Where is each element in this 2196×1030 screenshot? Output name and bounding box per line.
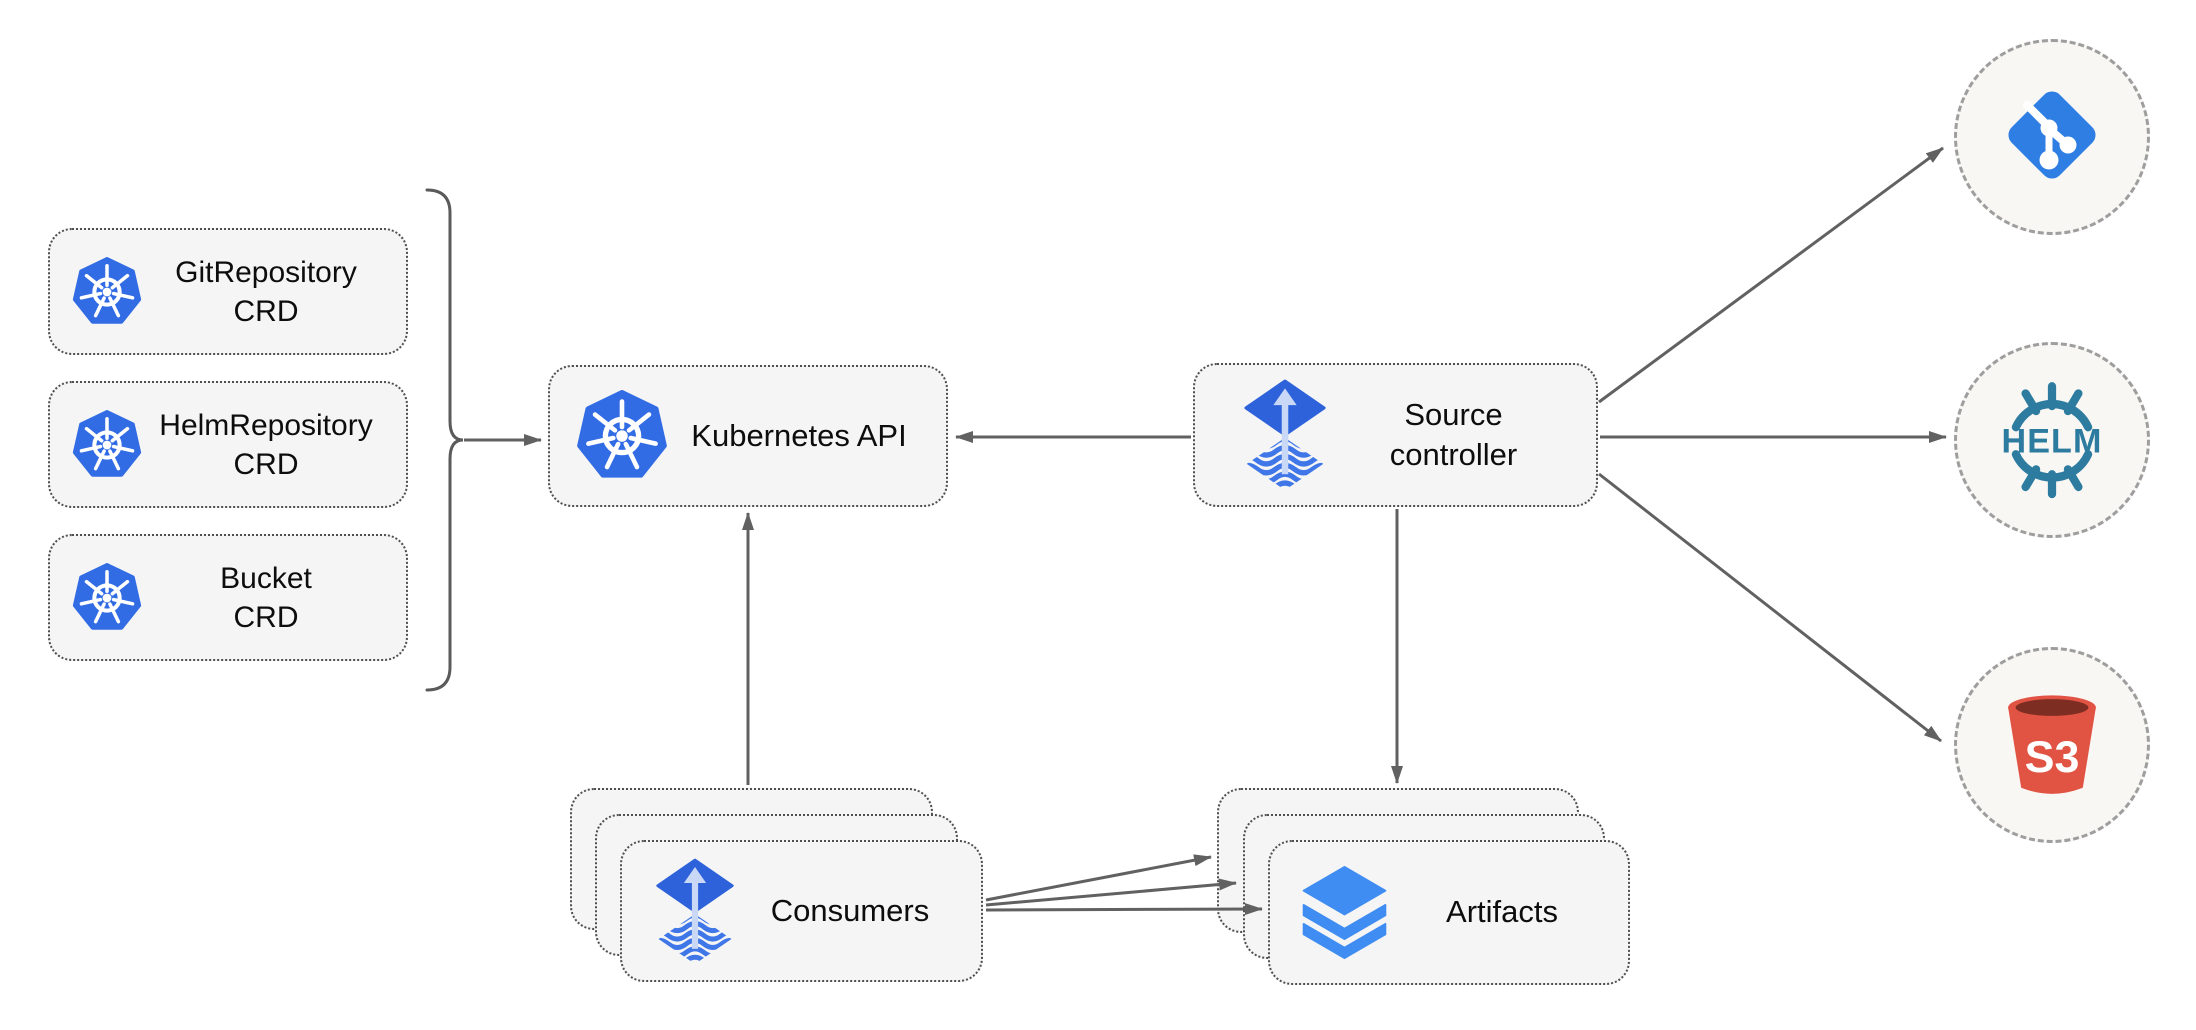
git-repository-crd-label: GitRepository CRD	[142, 253, 406, 331]
flux-icon	[655, 858, 735, 965]
bucket-crd-box: Bucket CRD	[48, 534, 408, 661]
kubernetes-icon	[72, 563, 142, 633]
label-line: CRD	[233, 447, 299, 481]
helm-icon: HELM	[1986, 372, 2118, 509]
s3-wordmark: S3	[2025, 731, 2080, 781]
kubernetes-icon	[72, 410, 142, 480]
label-line: CRD	[233, 294, 299, 328]
label-line: Kubernetes API	[691, 417, 907, 453]
consumers-box: Consumers	[620, 840, 983, 982]
source-controller-box: Source controller	[1193, 363, 1598, 507]
source-controller-label: Source controller	[1327, 395, 1596, 476]
s3-endpoint-circle: S3	[1954, 647, 2150, 843]
helm-repository-crd-label: HelmRepository CRD	[142, 406, 406, 484]
label-line: Bucket	[220, 561, 312, 595]
arrow-source-controller-to-git	[1598, 146, 1944, 404]
label-line: controller	[1389, 437, 1518, 472]
kubernetes-api-box: Kubernetes API	[548, 365, 948, 507]
kubernetes-icon	[576, 390, 668, 482]
consumers-label: Consumers	[735, 891, 981, 931]
crd-grouping-brace	[425, 188, 464, 692]
label-line: Artifacts	[1446, 894, 1558, 930]
helm-wordmark: HELM	[2002, 422, 2103, 460]
artifacts-box: Artifacts	[1268, 840, 1630, 985]
arrow-consumers-to-artifacts-2	[985, 878, 1237, 907]
layers-icon	[1297, 863, 1392, 962]
bucket-crd-label: Bucket CRD	[142, 559, 406, 637]
git-endpoint-circle	[1954, 39, 2150, 235]
git-repository-crd-box: GitRepository CRD	[48, 228, 408, 355]
git-icon	[1992, 75, 2112, 200]
flux-icon	[1243, 379, 1327, 491]
label-line: HelmRepository	[159, 408, 373, 442]
arrow-source-controller-to-s3	[1598, 472, 1942, 743]
kubernetes-api-label: Kubernetes API	[668, 416, 946, 456]
kubernetes-icon	[72, 257, 142, 327]
label-line: Source	[1404, 396, 1503, 432]
helm-endpoint-circle: HELM	[1954, 342, 2150, 538]
artifacts-label: Artifacts	[1392, 892, 1628, 932]
label-line: CRD	[233, 600, 299, 634]
s3-icon: S3	[1996, 683, 2108, 808]
label-line: GitRepository	[175, 255, 357, 289]
label-line: Consumers	[770, 892, 930, 928]
helm-repository-crd-box: HelmRepository CRD	[48, 381, 408, 508]
arrow-consumers-to-artifacts-1	[985, 854, 1212, 902]
